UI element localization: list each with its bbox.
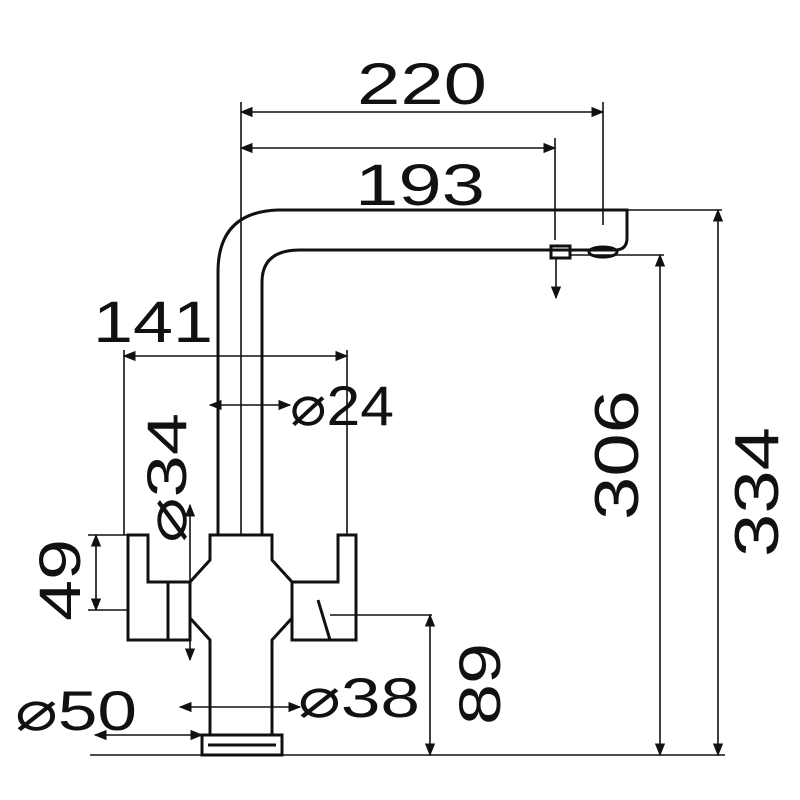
mixer-body (188, 533, 294, 737)
label-334: 334 (723, 427, 792, 557)
outlet-nozzle (549, 244, 572, 260)
dimension-lines (88, 102, 725, 757)
spout-outer (216, 208, 629, 535)
label-193: 193 (355, 153, 485, 218)
label-220: 220 (357, 52, 487, 117)
label-306: 306 (583, 390, 652, 520)
right-handle (290, 533, 358, 642)
label-50: ⌀50 (15, 679, 137, 742)
aerator (587, 245, 619, 259)
spout-inner (260, 248, 548, 535)
left-handle (126, 533, 192, 642)
label-89: 89 (448, 643, 513, 725)
label-38: ⌀38 (298, 666, 420, 729)
label-49: 49 (28, 539, 93, 621)
label-24: ⌀24 (290, 374, 394, 437)
label-34: ⌀34 (135, 413, 198, 543)
label-141: 141 (93, 290, 213, 355)
